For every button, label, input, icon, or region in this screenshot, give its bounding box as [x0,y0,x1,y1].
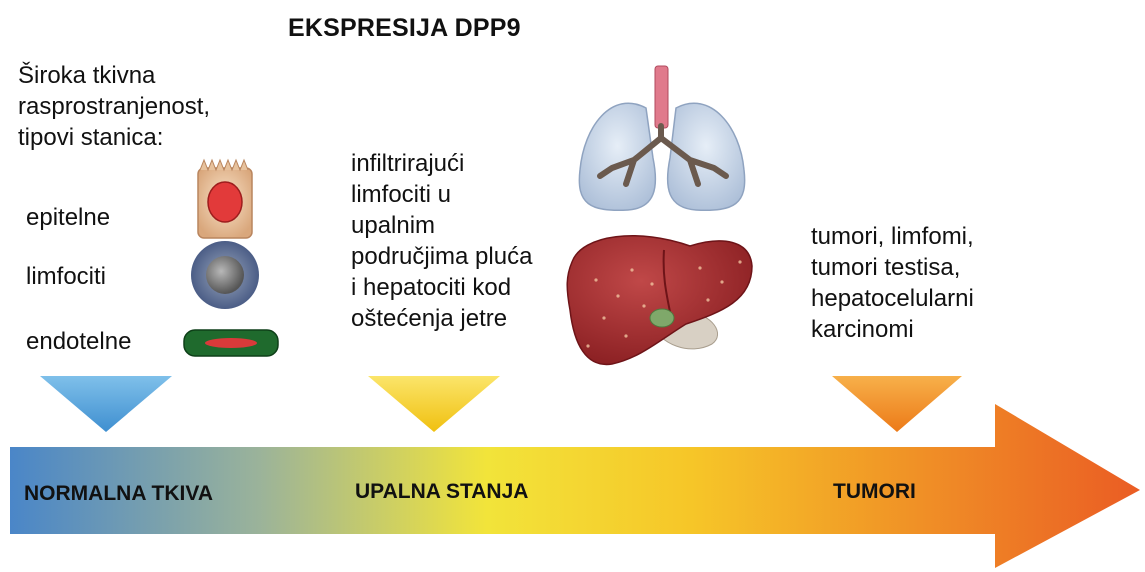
stage-label-tumor: TUMORI [833,480,916,503]
cell-type-endothelial-label: endotelne [26,328,132,355]
tumor-line: tumori, limfomi, [811,223,974,250]
inflammation-line: upalnim [351,212,436,239]
lymphocyte-icon [191,241,259,309]
inflammation-line: i hepatociti kod [351,274,512,301]
endothelial-cell-icon [183,329,279,357]
inflammation-line: limfociti u [351,181,452,208]
normal-intro-text: Široka tkivna rasprostranjenost, tipovi … [18,60,210,153]
epithelial-cell-icon [197,158,253,239]
diagram-title: EKSPRESIJA DPP9 [288,14,521,42]
normal-intro-line: Široka tkivna [18,62,156,89]
inflammation-text: infiltrirajući limfociti u upalnim podru… [351,148,532,334]
tumor-line: tumori testisa, [811,254,961,281]
lungs-icon [578,65,746,212]
normal-intro-line: tipovi stanica: [18,124,164,151]
progression-arrow [10,404,1140,568]
inflammation-line: infiltrirajući [351,150,465,177]
cell-type-lymphocyte-label: limfociti [26,263,107,290]
marker-tumor-triangle [832,376,962,432]
tumor-line: karcinomi [811,316,914,343]
tumor-line: hepatocelularni [811,285,974,312]
inflammation-line: područjima pluća [351,243,533,270]
marker-inflammation-triangle [368,376,500,432]
marker-normal-triangle [40,376,172,432]
stage-label-normal: NORMALNA TKIVA [24,482,213,505]
inflammation-line: oštećenja jetre [351,305,508,332]
normal-intro-line: rasprostranjenost, [18,93,211,120]
liver-icon [566,235,753,366]
cell-type-epithelial-label: epitelne [26,204,111,231]
stage-label-inflammation: UPALNA STANJA [355,480,529,503]
tumor-text: tumori, limfomi, tumori testisa, hepatoc… [811,221,974,345]
